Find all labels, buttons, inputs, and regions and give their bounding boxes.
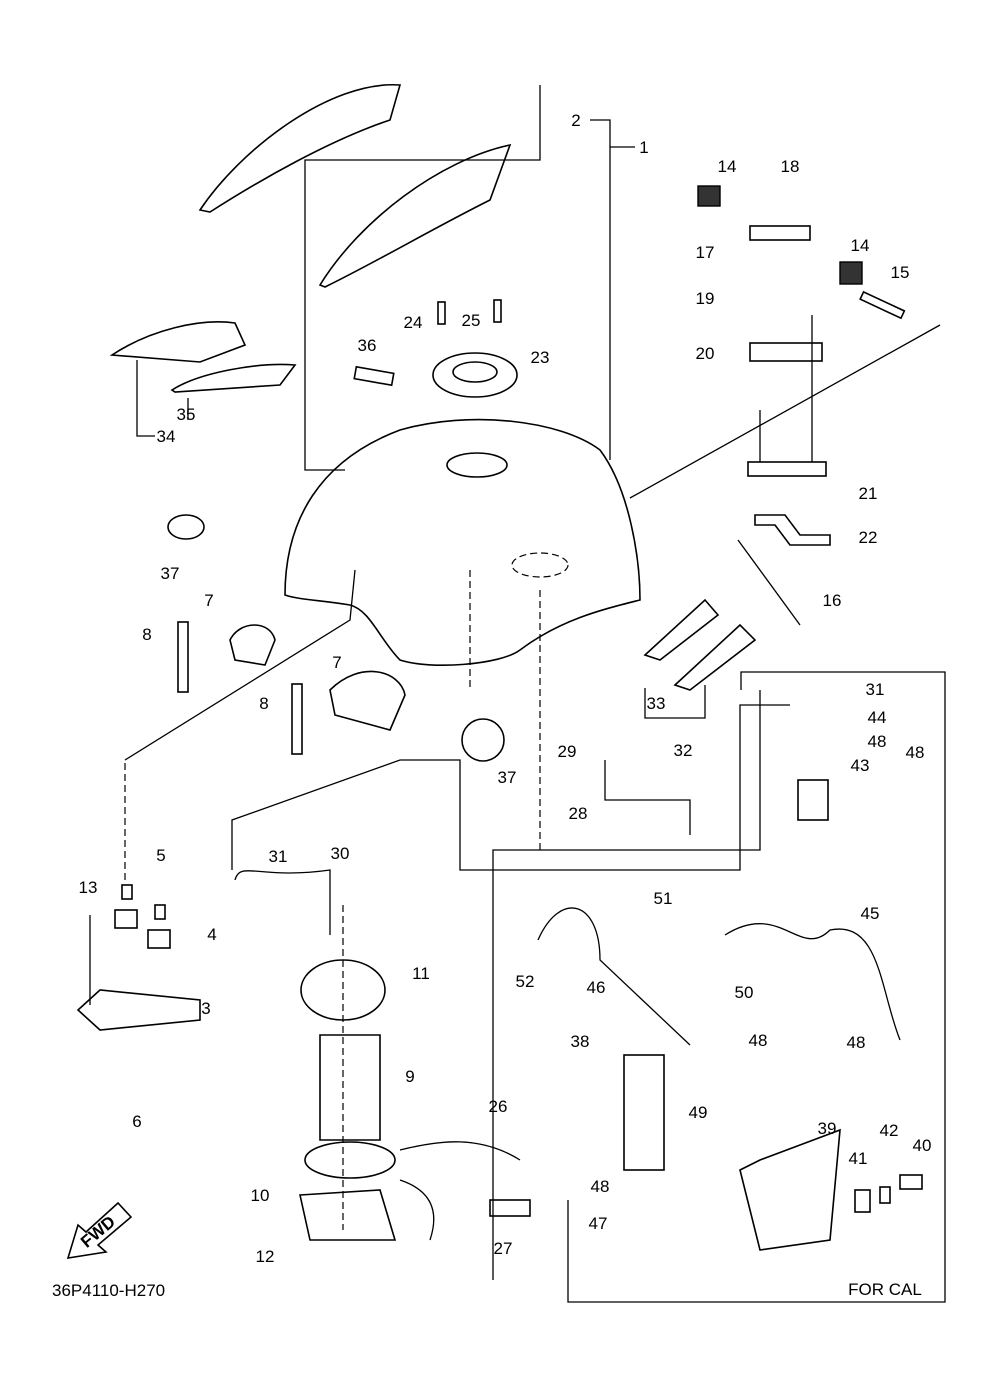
callout: 43 <box>851 756 870 775</box>
hoses <box>234 760 923 1251</box>
fuel-tank <box>284 418 641 666</box>
callout: 37 <box>498 768 517 787</box>
callout: 9 <box>405 1067 414 1086</box>
callout: 30 <box>331 844 350 863</box>
callout-labels: 1 2 14 18 17 14 15 19 20 21 22 24 25 23 … <box>79 111 932 1266</box>
callout: 31 <box>866 680 885 699</box>
leader-lines <box>89 85 946 1303</box>
callout: 40 <box>913 1136 932 1155</box>
callout: 23 <box>531 348 550 367</box>
callout: 50 <box>735 983 754 1002</box>
callout: 45 <box>861 904 880 923</box>
callout: 36 <box>358 336 377 355</box>
callout: 28 <box>569 804 588 823</box>
callout: 48 <box>591 1177 610 1196</box>
fuel-tank-emblems <box>109 84 757 691</box>
callout: 4 <box>207 925 216 944</box>
callout: 26 <box>489 1097 508 1116</box>
callout: 27 <box>494 1239 513 1258</box>
callout: 2 <box>571 111 580 130</box>
callout: 34 <box>157 427 176 446</box>
callout: 11 <box>412 964 430 983</box>
fuel-cap-assembly <box>353 299 518 398</box>
mount-parts <box>76 514 801 1031</box>
callout: 39 <box>818 1119 837 1138</box>
bracket-assembly <box>629 185 941 546</box>
callout: 38 <box>571 1032 590 1051</box>
fuel-pump <box>299 959 531 1241</box>
callout: 48 <box>749 1031 768 1050</box>
callout: 8 <box>142 625 151 644</box>
callout: 1 <box>639 138 648 157</box>
callout: 12 <box>256 1247 275 1266</box>
callout: 22 <box>859 528 878 547</box>
callout: 49 <box>689 1103 708 1122</box>
callout: 37 <box>161 564 180 583</box>
callout: 24 <box>404 313 423 332</box>
callout: 48 <box>847 1033 866 1052</box>
callout: 32 <box>674 741 693 760</box>
callout: 3 <box>201 999 210 1018</box>
callout: 16 <box>823 591 842 610</box>
callout: 42 <box>880 1121 899 1140</box>
diagram-code: 36P4110-H270 <box>52 1281 165 1300</box>
callout: 33 <box>647 694 666 713</box>
callout: 25 <box>462 311 481 330</box>
callout: 18 <box>781 157 800 176</box>
callout: 20 <box>696 344 715 363</box>
for-cal-label: FOR CAL <box>848 1280 922 1299</box>
callout: 52 <box>516 972 535 991</box>
callout: 44 <box>868 708 887 727</box>
callout: 47 <box>589 1214 608 1233</box>
callout: 19 <box>696 289 715 308</box>
callout: 48 <box>906 743 925 762</box>
callout: 8 <box>259 694 268 713</box>
callout: 48 <box>868 732 887 751</box>
callout: 31 <box>269 847 288 866</box>
callout: 21 <box>859 484 878 503</box>
callout: 29 <box>558 742 577 761</box>
callout: 41 <box>849 1149 868 1168</box>
callout: 10 <box>251 1186 270 1205</box>
fwd-arrow: FWD <box>66 1201 133 1259</box>
callout: 14 <box>718 157 737 176</box>
callout: 51 <box>654 889 673 908</box>
callout: 6 <box>132 1112 141 1131</box>
callout: 13 <box>79 878 98 897</box>
callout: 17 <box>696 243 715 262</box>
callout: 7 <box>332 653 341 672</box>
callout: 7 <box>204 591 213 610</box>
callout: 5 <box>156 846 165 865</box>
callout: 35 <box>177 405 196 424</box>
callout: 14 <box>851 236 870 255</box>
callout: 15 <box>891 263 910 282</box>
callout: 46 <box>587 978 606 997</box>
